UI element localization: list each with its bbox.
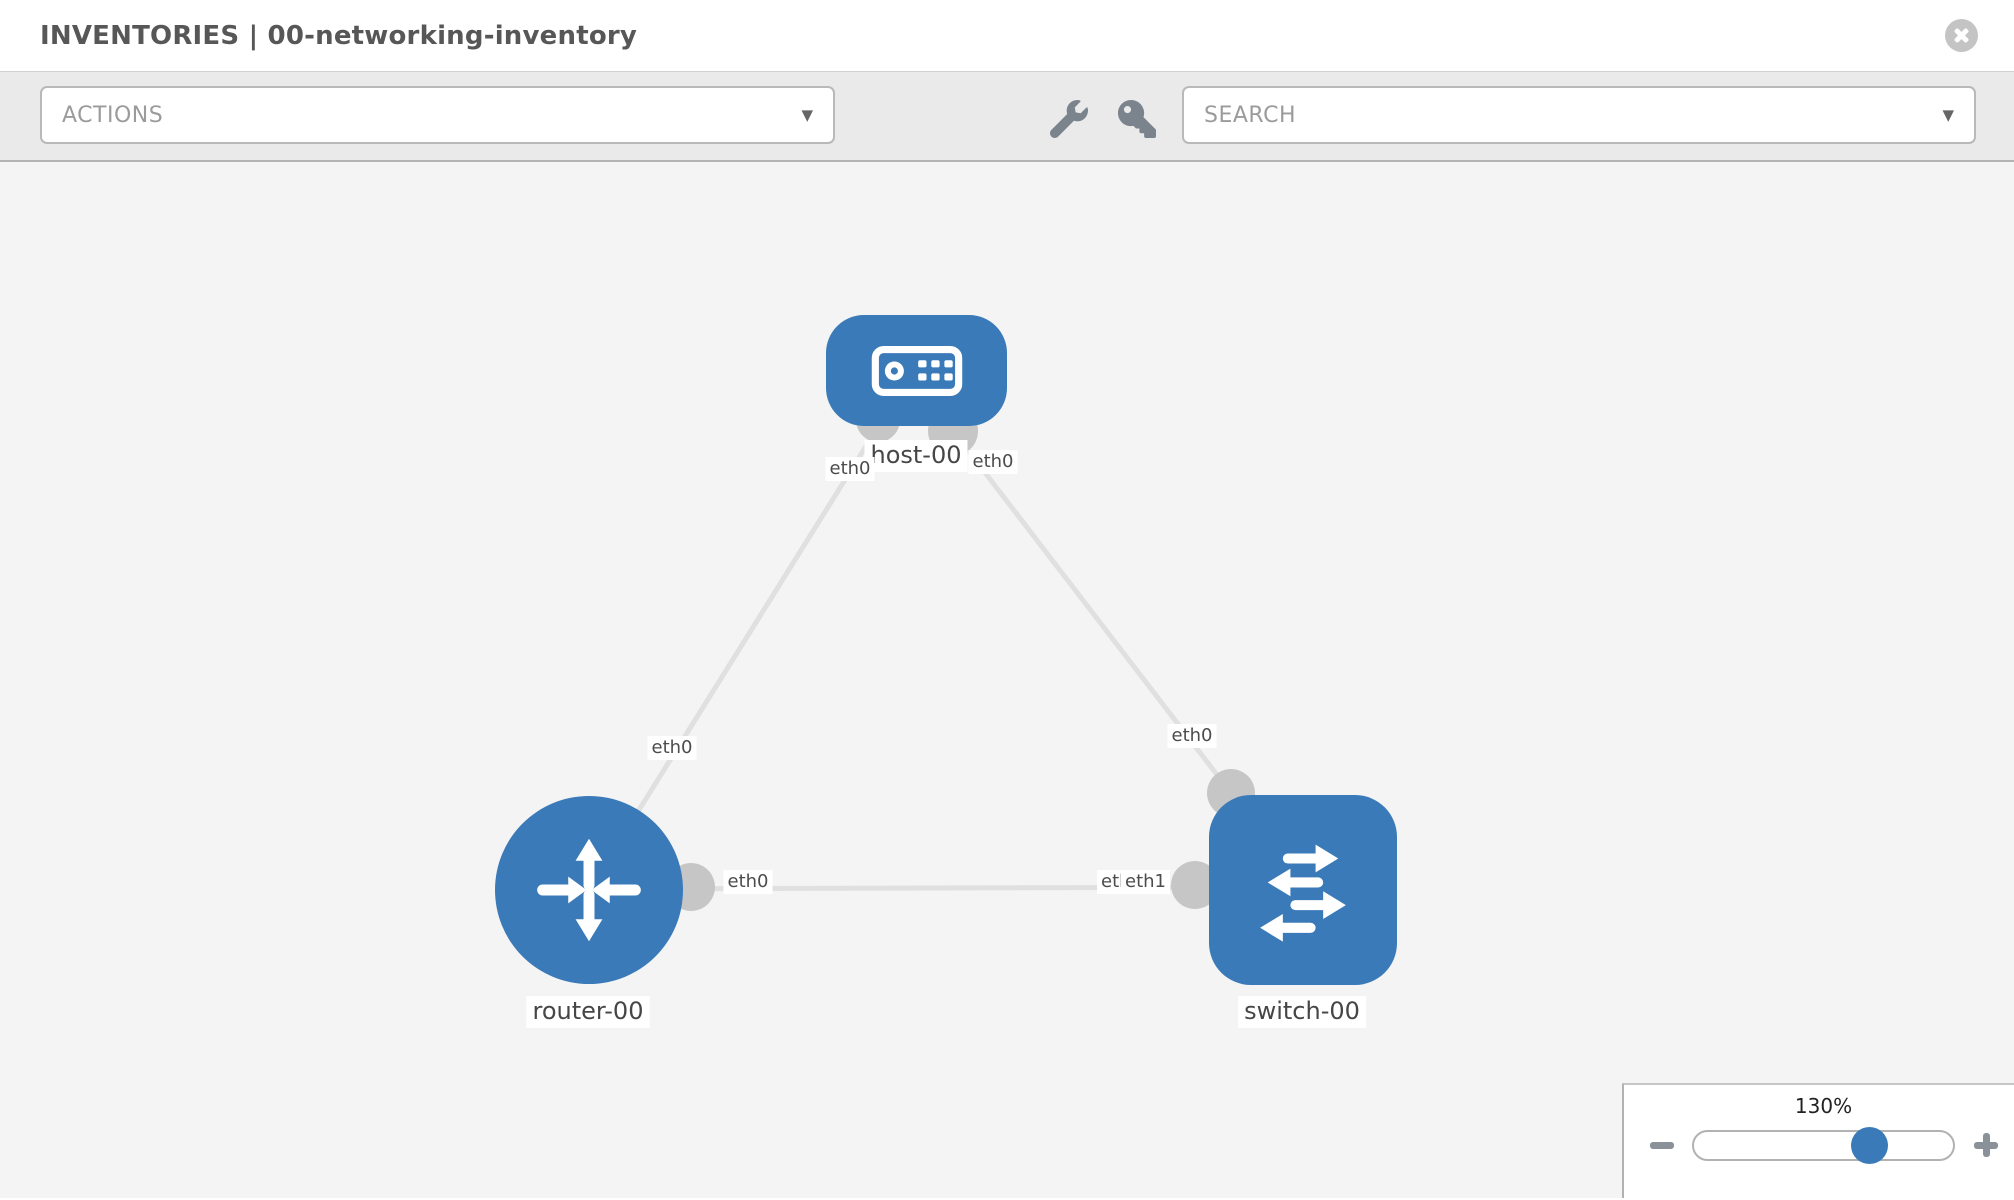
node-label-router-00: router-00 (526, 996, 650, 1028)
interface-label-host-eth0-left: eth0 (825, 457, 875, 481)
node-label-switch-00: switch-00 (1238, 996, 1366, 1028)
interface-circle[interactable] (1171, 861, 1219, 909)
page-title: INVENTORIES | 00-networking-inventory (40, 21, 637, 51)
wrench-icon[interactable] (1049, 100, 1088, 139)
node-router-00[interactable] (495, 796, 683, 984)
key-icon[interactable] (1118, 100, 1156, 138)
interface-label-router-eth0-top: eth0 (647, 736, 697, 760)
switch-icon (1260, 844, 1346, 942)
actions-dropdown[interactable]: ACTIONS ▼ (40, 86, 835, 144)
zoom-slider[interactable] (1692, 1127, 1955, 1164)
inventory-name: 00-networking-inventory (267, 20, 638, 51)
topology-canvas[interactable]: host-00 router-00 switch-00 eth0 eth0 et… (0, 162, 2014, 1198)
node-host-00[interactable] (826, 315, 1007, 426)
breadcrumb-separator: | (248, 20, 259, 51)
interface-label-host-eth0-right: eth0 (968, 450, 1018, 474)
zoom-slider-handle[interactable] (1851, 1127, 1888, 1164)
interface-label-switch-eth1: eth1 (1121, 870, 1170, 894)
node-switch-00[interactable] (1209, 795, 1397, 985)
zoom-level-value: 130% (1794, 1094, 1853, 1118)
actions-dropdown-label: ACTIONS (62, 102, 164, 128)
breadcrumb-section: INVENTORIES (40, 20, 240, 51)
title-bar: INVENTORIES | 00-networking-inventory (0, 0, 2014, 72)
search-placeholder: SEARCH (1204, 102, 1297, 128)
toolbar: ACTIONS ▼ SEARCH ▼ (0, 72, 2014, 162)
search-dropdown[interactable]: SEARCH ▼ (1182, 86, 1976, 144)
interface-label-switch-eth0-top: eth0 (1167, 724, 1217, 748)
host-icon (871, 345, 962, 396)
interface-label-router-eth0-link: eth0 (723, 870, 773, 894)
chevron-down-icon: ▼ (1942, 106, 1954, 124)
node-label-host-00: host-00 (864, 440, 968, 472)
topology-links-layer (586, 398, 1304, 911)
router-icon (537, 838, 641, 942)
zoom-out-button[interactable] (1647, 1130, 1677, 1160)
close-icon[interactable] (1945, 19, 1978, 52)
zoom-panel: 130% (1622, 1083, 2014, 1198)
zoom-in-button[interactable] (1971, 1130, 2001, 1160)
chevron-down-icon: ▼ (801, 106, 813, 124)
